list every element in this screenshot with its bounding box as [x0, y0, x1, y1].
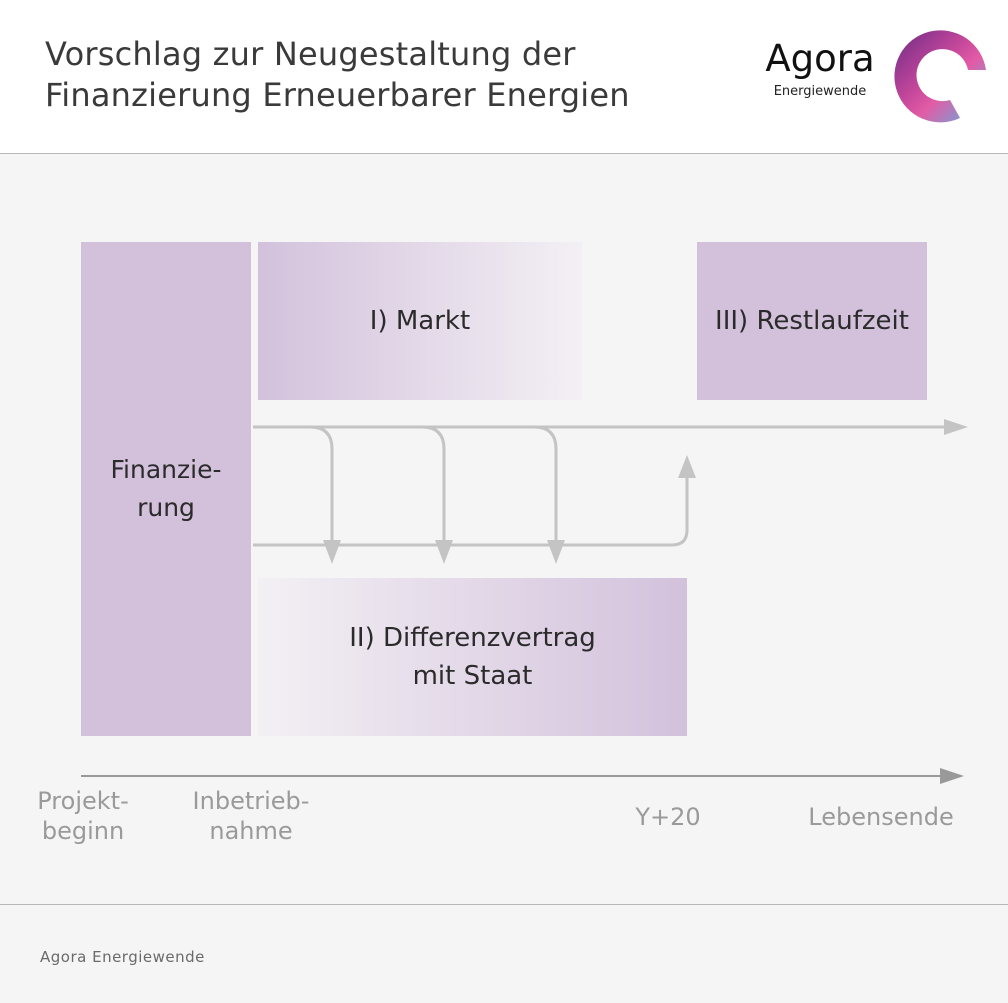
logo-wordmark: Agora	[765, 37, 875, 80]
timeline-label-line: beginn	[41, 817, 125, 845]
restlaufzeit-box: III) Restlaufzeit	[697, 242, 927, 400]
switch-arrow-2	[421, 425, 446, 542]
footer	[0, 905, 1008, 1003]
footer-source: Agora Energiewende	[40, 948, 205, 966]
header-divider	[0, 153, 1008, 154]
agora-logo-icon	[894, 30, 986, 123]
page-title: Vorschlag zur Neugestaltung der Finanzie…	[45, 34, 630, 116]
switch-arrowhead-2	[435, 540, 453, 564]
timeline-label-line: Lebensende	[808, 803, 954, 831]
finanzierung-label-line-1: Finanzie-	[110, 455, 222, 484]
switch-arrowhead-1	[323, 540, 341, 564]
timeline-label-line: nahme	[209, 817, 293, 845]
time-axis-arrowhead	[940, 768, 964, 784]
differenzvertrag-box: II) Differenzvertrag mit Staat	[258, 578, 687, 736]
footer-divider	[0, 904, 1008, 905]
header: Vorschlag zur Neugestaltung der Finanzie…	[0, 0, 1008, 153]
markt-label: I) Markt	[369, 306, 471, 336]
title-line-1: Vorschlag zur Neugestaltung der	[45, 35, 576, 73]
timeline-label-projektbeginn: Projekt- beginn	[28, 786, 138, 846]
restlaufzeit-label: III) Restlaufzeit	[715, 306, 909, 336]
differenzvertrag-label-line-2: mit Staat	[412, 661, 533, 691]
switch-arrowhead-3	[547, 540, 565, 564]
contract-flow-line	[253, 475, 689, 547]
timeline-label-y20: Y+20	[628, 802, 708, 832]
timeline-label-line: Y+20	[635, 803, 701, 831]
differenzvertrag-label-line-1: II) Differenzvertrag	[349, 623, 596, 653]
timeline-label-lebensende: Lebensende	[800, 802, 962, 832]
switch-arrow-3	[533, 425, 558, 542]
market-flow-arrowhead	[944, 419, 968, 435]
markt-box: I) Markt	[258, 242, 582, 400]
timeline-label-inbetriebnahme: Inbetrieb- nahme	[185, 786, 317, 846]
finanzierung-label-line-2: rung	[137, 493, 195, 522]
timeline-label-line: Projekt-	[37, 787, 129, 815]
logo-subtitle: Energiewende	[773, 84, 867, 99]
title-line-2: Finanzierung Erneuerbarer Energien	[45, 76, 630, 114]
finanzierung-box: Finanzie- rung	[81, 242, 251, 736]
return-arrowhead	[678, 455, 696, 478]
logo: Agora Energiewende	[762, 37, 878, 100]
timeline-label-line: Inbetrieb-	[192, 787, 310, 815]
switch-arrow-1	[309, 425, 334, 542]
